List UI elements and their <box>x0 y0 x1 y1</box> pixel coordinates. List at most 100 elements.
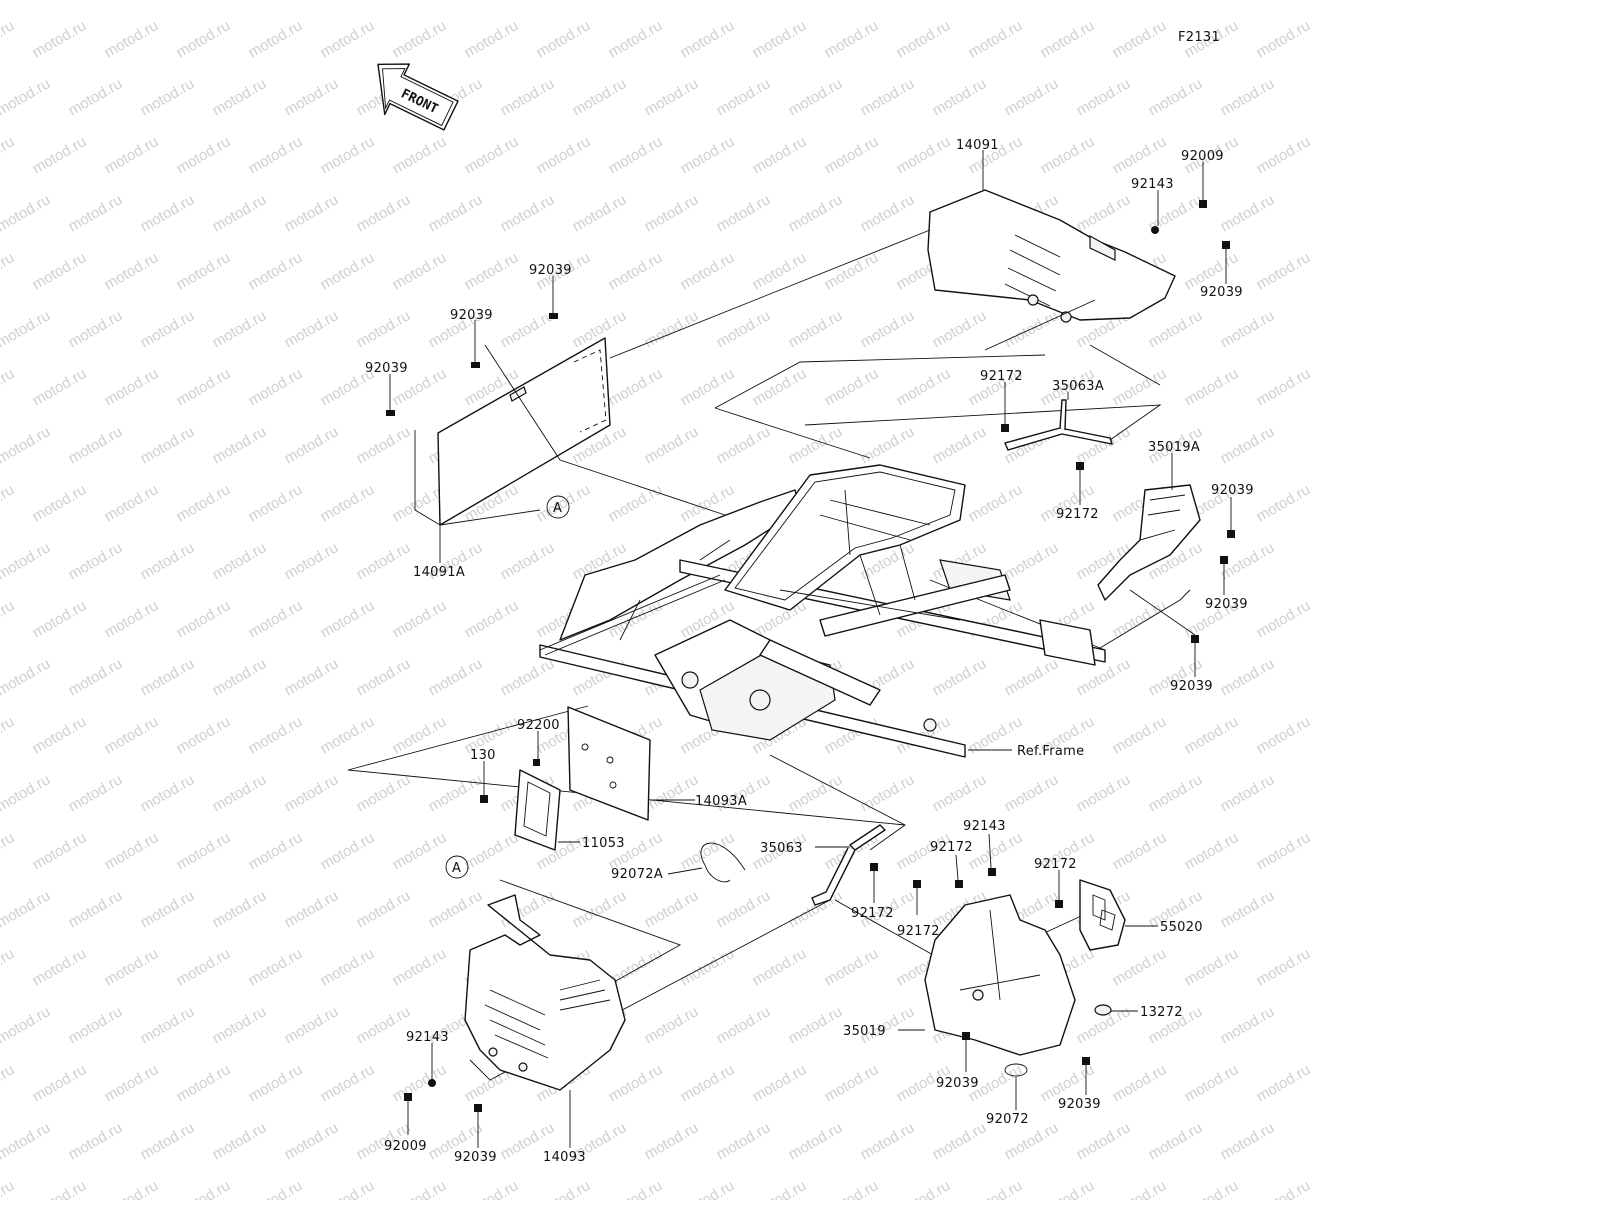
watermark-text: motod.ru <box>390 945 450 989</box>
watermark-text: motod.ru <box>858 191 918 235</box>
watermark-text: motod.ru <box>606 133 666 177</box>
watermark-text: motod.ru <box>678 365 738 409</box>
watermark-text: motod.ru <box>210 1003 270 1047</box>
watermark-text: motod.ru <box>678 829 738 873</box>
watermark-text: motod.ru <box>210 1119 270 1163</box>
watermark-text: motod.ru <box>822 945 882 989</box>
watermark-text: motod.ru <box>0 945 17 989</box>
watermark-text: motod.ru <box>1110 597 1170 641</box>
watermark-text: motod.ru <box>1146 1119 1206 1163</box>
label-92039-r1: 92039 <box>1211 483 1254 498</box>
watermark-layer: motod.ru motod.ru motod.ru motod.ru motod.ru… <box>0 0 1314 1205</box>
watermark-text: motod.ru <box>354 191 414 235</box>
watermark-text: motod.ru <box>354 887 414 931</box>
watermark-text: motod.ru <box>66 771 126 815</box>
watermark-text: motod.ru <box>0 1177 17 1200</box>
watermark-text: motod.ru <box>1074 1119 1134 1163</box>
bracket-35063 <box>811 824 921 906</box>
watermark-text: motod.ru <box>138 0 198 3</box>
watermark-text: motod.ru <box>282 0 342 3</box>
watermark-text: motod.ru <box>462 17 522 61</box>
watermark-text: motod.ru <box>1254 713 1314 757</box>
watermark-text: motod.ru <box>1218 655 1278 699</box>
watermark-text: motod.ru <box>894 365 954 409</box>
watermark-text: motod.ru <box>318 1061 378 1105</box>
watermark-text: motod.ru <box>1254 1061 1314 1105</box>
watermark-text: motod.ru <box>102 481 162 525</box>
watermark-text: motod.ru <box>426 771 486 815</box>
watermark-text: motod.ru <box>786 191 846 235</box>
label-ref-frame: Ref.Frame <box>1017 744 1084 759</box>
watermark-text: motod.ru <box>102 945 162 989</box>
watermark-text: motod.ru <box>138 423 198 467</box>
watermark-text: motod.ru <box>0 481 17 525</box>
watermark-text: motod.ru <box>246 365 306 409</box>
watermark-text: motod.ru <box>138 771 198 815</box>
watermark-text: motod.ru <box>174 713 234 757</box>
watermark-text: motod.ru <box>858 75 918 119</box>
watermark-text: motod.ru <box>1182 713 1242 757</box>
callout-a-lower: A <box>445 855 469 879</box>
watermark-text: motod.ru <box>210 191 270 235</box>
watermark-text: motod.ru <box>750 365 810 409</box>
watermark-text: motod.ru <box>66 423 126 467</box>
watermark-text: motod.ru <box>318 829 378 873</box>
watermark-text: motod.ru <box>1254 945 1314 989</box>
watermark-text: motod.ru <box>498 539 558 583</box>
watermark-text: motod.ru <box>570 191 630 235</box>
watermark-text: motod.ru <box>1218 1119 1278 1163</box>
watermark-text: motod.ru <box>210 887 270 931</box>
label-92039-bot: 92039 <box>454 1150 497 1165</box>
watermark-text: motod.ru <box>282 423 342 467</box>
watermark-text: motod.ru <box>30 133 90 177</box>
watermark-text: motod.ru <box>714 423 774 467</box>
watermark-text: motod.ru <box>1182 945 1242 989</box>
panel-14093 <box>464 894 626 1091</box>
watermark-text: motod.ru <box>246 597 306 641</box>
label-92072A: 92072A <box>611 867 663 882</box>
watermark-text: motod.ru <box>390 249 450 293</box>
watermark-text: motod.ru <box>1218 771 1278 815</box>
watermark-text: motod.ru <box>606 1177 666 1200</box>
watermark-text: motod.ru <box>174 945 234 989</box>
watermark-text: motod.ru <box>606 365 666 409</box>
watermark-text: motod.ru <box>1110 365 1170 409</box>
watermark-text: motod.ru <box>786 771 846 815</box>
watermark-text: motod.ru <box>246 713 306 757</box>
bolt-group-top-right <box>1151 200 1230 249</box>
watermark-text: motod.ru <box>66 887 126 931</box>
label-92172-e: 92172 <box>851 906 894 921</box>
watermark-text: motod.ru <box>66 1119 126 1163</box>
watermark-text: motod.ru <box>138 1003 198 1047</box>
watermark-text: motod.ru <box>318 1177 378 1200</box>
watermark-text: motod.ru <box>1182 829 1242 873</box>
label-92039-a: 92039 <box>529 263 572 278</box>
watermark-text: motod.ru <box>0 17 17 61</box>
watermark-text: motod.ru <box>1218 307 1278 351</box>
guard-35019A <box>1097 484 1235 643</box>
watermark-text: motod.ru <box>462 597 522 641</box>
watermark-text: motod.ru <box>858 771 918 815</box>
callout-a-upper-label: A <box>553 501 562 516</box>
watermark-text: motod.ru <box>318 713 378 757</box>
watermark-text: motod.ru <box>930 771 990 815</box>
watermark-text: motod.ru <box>858 0 918 3</box>
watermark-text: motod.ru <box>390 133 450 177</box>
watermark-text: motod.ru <box>30 249 90 293</box>
watermark-text: motod.ru <box>174 365 234 409</box>
watermark-text: motod.ru <box>570 887 630 931</box>
watermark-text: motod.ru <box>1110 1177 1170 1200</box>
bracket-55020 <box>1079 879 1126 951</box>
label-35019: 35019 <box>843 1024 886 1039</box>
watermark-text: motod.ru <box>1002 655 1062 699</box>
watermark-text: motod.ru <box>318 17 378 61</box>
watermark-text: motod.ru <box>1254 1177 1314 1200</box>
watermark-text: motod.ru <box>0 539 53 583</box>
label-92072: 92072 <box>986 1112 1029 1127</box>
watermark-text: motod.ru <box>1146 75 1206 119</box>
watermark-text: motod.ru <box>498 655 558 699</box>
watermark-text: motod.ru <box>30 481 90 525</box>
watermark-text: motod.ru <box>930 423 990 467</box>
watermark-text: motod.ru <box>1002 75 1062 119</box>
